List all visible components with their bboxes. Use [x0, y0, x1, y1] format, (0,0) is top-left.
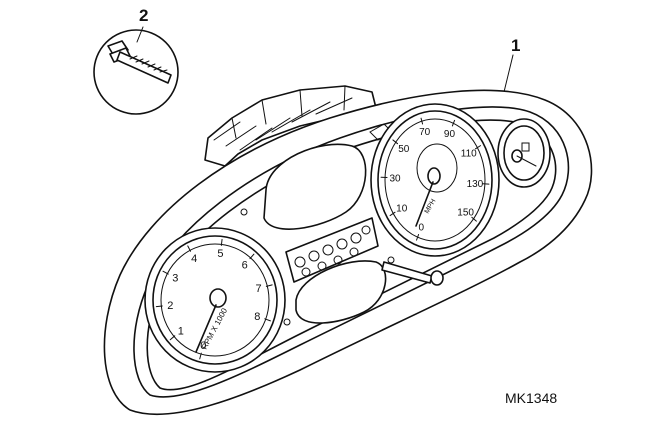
screw	[107, 40, 172, 84]
speedo-tick-label: 70	[419, 127, 431, 138]
speedo-tick-mark	[389, 211, 396, 217]
speedo-tick-mark	[416, 234, 420, 241]
speedo-tick-mark	[451, 119, 456, 127]
speedo-tick-mark	[392, 139, 399, 145]
trip-reset-stalk	[381, 261, 444, 286]
upper-display	[263, 143, 367, 230]
speedo-tick-label: 90	[444, 129, 456, 140]
speedo-tick-label: 10	[396, 203, 408, 214]
screw-detail	[93, 26, 179, 115]
tacho-tick-label: 3	[172, 273, 178, 285]
speedo-tick-mark	[471, 216, 477, 222]
speedo-tick-label: 110	[461, 149, 477, 160]
tacho-tick-mark	[264, 318, 271, 322]
tacho-tick-label: 2	[167, 300, 173, 312]
speedo-tick-label: 130	[467, 179, 484, 190]
tacho-tick-label: 4	[191, 253, 197, 265]
fuel-gauge	[497, 118, 551, 188]
callout-part-2: 2	[139, 6, 149, 25]
figure-code: MK1348	[505, 390, 558, 406]
callout-part-1: 1	[511, 36, 521, 55]
odometer-display	[295, 260, 387, 324]
tacho-tick-mark	[265, 284, 273, 287]
tacho-tick-label: 8	[254, 311, 260, 323]
speedo-tick-label: 0	[419, 222, 425, 233]
tacho-tick-mark	[162, 270, 169, 275]
speedo-tick-mark	[474, 145, 482, 150]
tacho-tick-label: 5	[217, 248, 223, 260]
leader-1	[503, 54, 514, 93]
speedo-tick-label: 150	[457, 208, 474, 219]
tacho-tick-label: 0	[200, 340, 206, 352]
tacho-tick-label: 1	[178, 325, 184, 337]
speedo-tick-label: 50	[398, 144, 410, 155]
tacho-tick-label: 6	[242, 260, 248, 272]
warning-lamp-panel	[285, 217, 379, 283]
tacho-tick-mark	[187, 245, 192, 252]
tacho-tick-label: 7	[256, 283, 262, 295]
tacho-tick-mark	[169, 335, 176, 341]
tacho-tick-mark	[199, 352, 202, 360]
tacho-tick-mark	[220, 238, 223, 246]
tacho-tick-mark	[249, 253, 255, 260]
speedo-tick-mark	[420, 117, 424, 125]
tacho-tick-mark	[155, 305, 163, 308]
speedo-tick-label: 30	[389, 173, 401, 184]
